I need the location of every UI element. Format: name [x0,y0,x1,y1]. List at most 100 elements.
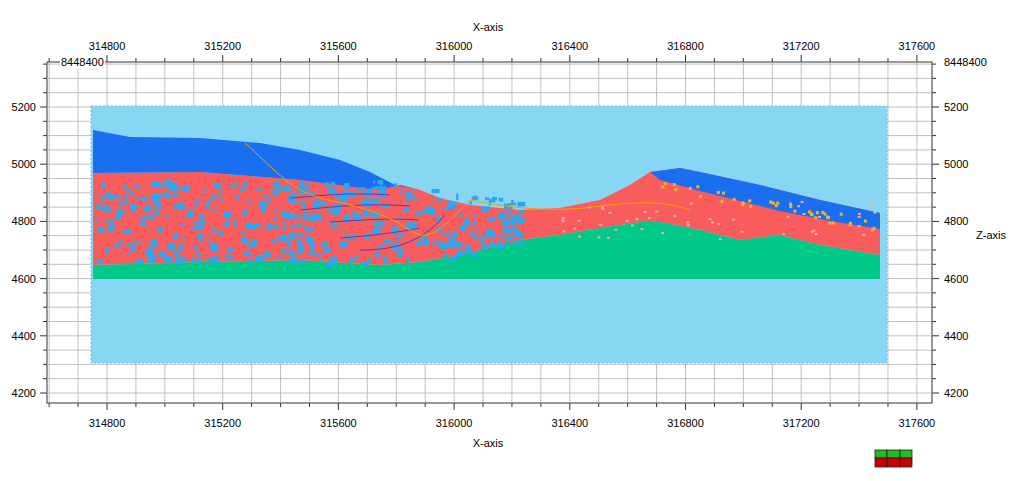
patch [562,217,565,219]
patch [450,238,456,243]
patch [782,233,785,235]
patch [139,224,148,226]
patch [117,209,121,216]
axis-label: 317600 [898,417,937,430]
patch [732,219,735,221]
patch [113,245,122,248]
patch [136,259,144,264]
axis-label: 316800 [666,417,705,430]
patch [166,216,170,218]
patch [159,183,164,187]
patch [168,243,175,248]
patch [519,210,524,214]
axis-label: 4600 [943,273,969,286]
grid-line [78,62,79,403]
patch [244,252,251,255]
patch [696,185,699,188]
patch [425,207,428,211]
axis-label: 5000 [943,158,969,171]
patch [98,196,100,198]
tick [932,264,936,265]
patch [849,222,852,225]
patch [432,189,439,193]
patch [101,200,104,204]
tick [280,58,281,62]
tick [801,55,802,62]
patch [194,206,197,208]
patch [143,207,146,211]
tick [43,135,47,136]
patch [721,200,724,203]
tick [887,58,888,62]
patch [815,233,818,235]
patch [488,218,496,222]
tick [932,278,939,279]
patch [441,234,447,236]
patch [166,180,174,187]
patch [816,211,819,214]
tick [222,55,223,62]
patch [717,223,720,225]
grid-line [47,64,932,65]
tick [40,278,47,279]
tick [656,58,657,62]
patch [206,257,209,259]
patch [793,210,796,213]
patch [103,208,106,213]
tick [251,58,252,62]
patch [295,224,302,226]
patch [444,254,447,258]
tick [164,403,165,407]
patch [207,238,209,241]
patch [511,228,516,232]
patch [152,181,159,187]
tick [932,321,936,322]
patch [211,259,216,262]
tick [309,403,310,407]
tick [396,58,397,62]
patch [250,223,257,229]
patch [241,212,247,216]
patch [502,221,510,225]
tick [49,58,50,62]
tick [932,350,936,351]
patch [228,247,233,252]
patch [376,221,384,226]
patch [772,202,775,205]
tick [932,250,936,251]
axis-label: 317200 [782,417,821,430]
patch [203,188,205,194]
patch [191,226,197,229]
patch [323,249,327,254]
patch [364,213,372,215]
tick [859,58,860,62]
tick [772,403,773,407]
axis-label: 317200 [782,40,821,53]
tick [932,164,939,165]
patch [489,242,496,247]
tick [932,64,936,65]
tick [43,207,47,208]
patch [358,188,361,192]
patch [673,183,676,186]
patch [214,184,221,188]
patch [304,212,309,217]
tick [338,55,339,62]
patch [131,246,135,251]
patch [826,216,829,219]
tick [830,403,831,407]
tick [511,403,512,407]
patch [196,252,201,255]
tick [251,403,252,407]
patch [597,236,600,238]
patch [473,222,478,224]
tick [627,58,628,62]
patch [223,222,230,226]
patch [161,229,164,231]
patch [655,211,658,213]
patch [769,201,772,204]
axis-label: Z-axis [975,229,1007,242]
patch [573,227,576,229]
tick [43,78,47,79]
patch [110,224,116,226]
